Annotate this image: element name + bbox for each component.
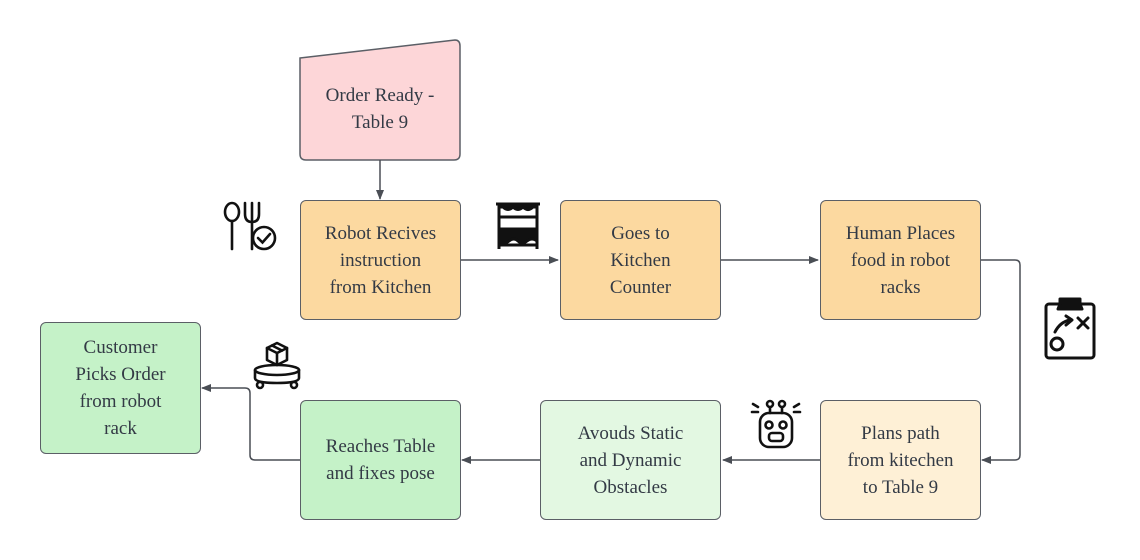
order-ready-shape[interactable]	[299, 39, 461, 161]
goes-to-counter-node[interactable]: Goes to Kitchen Counter	[560, 200, 721, 320]
delivery-robot-icon	[253, 341, 301, 390]
reaches-table-node[interactable]: Reaches Table and fixes pose	[300, 400, 461, 520]
human-places-label: Human Places food in robot racks	[845, 222, 956, 298]
goes-to-counter-label: Goes to Kitchen Counter	[609, 222, 672, 298]
human-places-node[interactable]: Human Places food in robot racks	[820, 200, 981, 320]
avoids-obstacles-label: Avouds Static and Dynamic Obstacles	[577, 422, 684, 498]
order-ready-label: Order Ready - Table 9	[325, 85, 435, 133]
kitchen-counter-icon	[496, 202, 540, 249]
robot-receives-node[interactable]: Robot Recives instruction from Kitchen	[300, 200, 461, 320]
order-ready-node[interactable]: Order Ready - Table 9	[300, 58, 460, 160]
connector-reaches-to-customer	[201, 384, 300, 461]
reaches-table-label: Reaches Table and fixes pose	[325, 436, 436, 484]
connectors	[201, 160, 1021, 464]
customer-picks-node[interactable]: Customer Picks Order from robot rack	[40, 322, 201, 454]
plans-path-node[interactable]: Plans path from kitechen to Table 9	[820, 400, 981, 520]
connector-human-to-plans	[981, 259, 1021, 464]
clipboard-plan-icon	[1044, 297, 1096, 360]
plans-path-label: Plans path from kitechen to Table 9	[847, 422, 954, 498]
robot-receives-label: Robot Recives instruction from Kitchen	[324, 222, 437, 298]
customer-picks-label: Customer Picks Order from robot rack	[75, 337, 166, 439]
alarmed-robot-icon	[750, 399, 802, 449]
fork-spoon-check-icon	[223, 201, 277, 251]
avoids-obstacles-node[interactable]: Avouds Static and Dynamic Obstacles	[540, 400, 721, 520]
